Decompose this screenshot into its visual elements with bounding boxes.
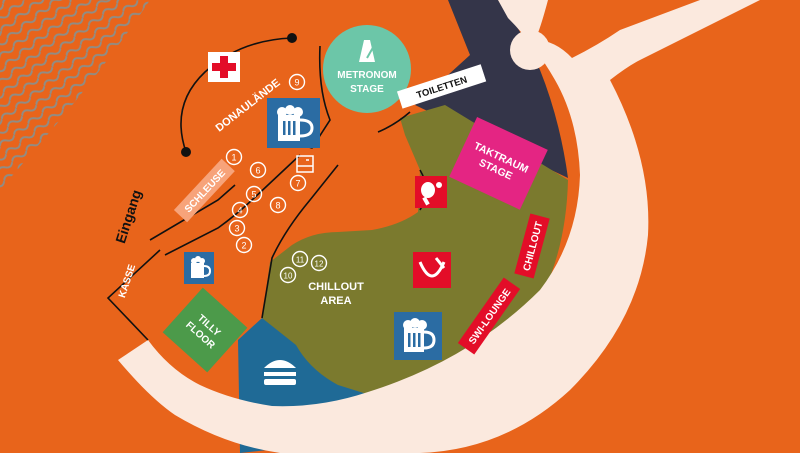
marker-label: 10 — [284, 271, 293, 280]
marker-label: 6 — [255, 165, 260, 175]
taktraum-stage[interactable]: TAKTRAUM STAGE — [449, 116, 548, 210]
kasse-line — [106, 249, 161, 341]
chillout-area-sublabel: AREA — [320, 295, 351, 307]
beer-icon-small — [191, 256, 212, 278]
walkway-node — [510, 30, 550, 70]
marker-label: 4 — [237, 205, 242, 215]
tilly-floor-stage[interactable]: TILLY FLOOR — [162, 287, 248, 373]
marker-label: 11 — [296, 255, 305, 264]
main-walkway — [118, 0, 760, 453]
boundary-line — [297, 45, 331, 149]
chillout-area-label: CHILLOUT — [308, 281, 364, 293]
marker-label: 2 — [241, 240, 246, 250]
marker-9[interactable]: 9 — [288, 73, 306, 91]
table-tennis-icon[interactable] — [415, 176, 447, 208]
dark-zone — [415, 0, 568, 178]
beer-icon-chillout — [403, 318, 436, 352]
marker-10[interactable]: 10 — [279, 266, 297, 284]
first-aid-icon — [208, 52, 240, 82]
metronom-sublabel: STAGE — [350, 84, 384, 95]
marker-label: 7 — [295, 178, 300, 188]
marker-1[interactable]: 1 — [225, 148, 243, 166]
marker-11[interactable]: 11 — [291, 250, 309, 268]
marker-label: 5 — [251, 189, 256, 199]
donaulaende-path — [180, 37, 293, 153]
marker-label: 8 — [275, 200, 280, 210]
beer-icon — [277, 105, 314, 141]
marker-label: 9 — [294, 77, 299, 87]
path-dot-start — [181, 147, 191, 157]
entrance-line-2 — [149, 184, 236, 241]
marker-3[interactable]: 3 — [228, 219, 246, 237]
entrance-line — [164, 154, 301, 256]
metronome-icon — [359, 40, 376, 62]
boundary-line-2 — [377, 111, 411, 133]
path-dot-end — [287, 33, 297, 43]
beer-stand-top[interactable] — [267, 98, 320, 148]
turntable-icon[interactable] — [413, 252, 451, 288]
marker-2[interactable]: 2 — [235, 236, 253, 254]
marker-5[interactable]: 5 — [245, 185, 263, 203]
metronom-label: METRONOM — [337, 70, 396, 81]
marker-8[interactable]: 8 — [269, 196, 287, 214]
marker-6[interactable]: 6 — [249, 161, 267, 179]
burger-icon[interactable] — [264, 360, 296, 385]
beer-stand-small[interactable] — [184, 252, 214, 284]
marker-4[interactable]: 4 — [231, 201, 249, 219]
marker-label: 12 — [315, 259, 324, 268]
inner-line — [261, 164, 339, 319]
marker-label: 1 — [231, 152, 236, 162]
beer-stand-chillout[interactable] — [394, 312, 442, 360]
marker-label: 3 — [234, 223, 239, 233]
metronom-stage[interactable]: METRONOM STAGE — [323, 25, 411, 113]
marker-7[interactable]: 7 — [289, 174, 307, 192]
fridge-icon — [296, 155, 314, 173]
marker-12[interactable]: 12 — [310, 254, 328, 272]
